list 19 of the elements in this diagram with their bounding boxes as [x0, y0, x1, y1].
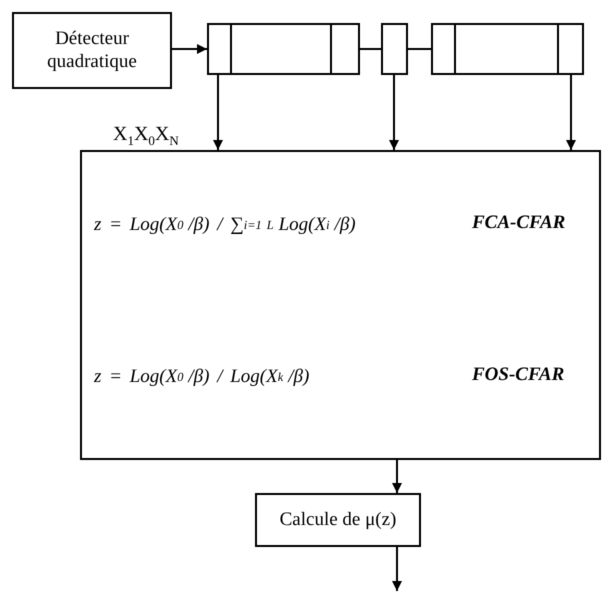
- method-label: FCA-CFAR: [472, 212, 566, 234]
- arrow: [389, 75, 399, 150]
- arrow: [392, 547, 402, 591]
- register-cell: [381, 23, 408, 75]
- arrow: [213, 75, 223, 150]
- register-cell: [207, 23, 360, 75]
- box-label: Détecteur quadratique: [46, 26, 138, 74]
- box-label: Calcule de μ(z): [278, 508, 398, 532]
- arrow: [172, 44, 207, 54]
- process-box: [255, 493, 421, 547]
- process-box: [12, 12, 172, 89]
- arrow: [392, 460, 402, 493]
- arrow: [566, 75, 576, 150]
- connector-line: [360, 48, 381, 50]
- register-cell: [431, 23, 584, 75]
- signal-label: X$_{1}$X$_{0}$X$_{N}$: [113, 124, 179, 144]
- method-label: FOS-CFAR: [472, 364, 564, 386]
- connector-line: [408, 48, 431, 50]
- computation-box: [80, 150, 601, 460]
